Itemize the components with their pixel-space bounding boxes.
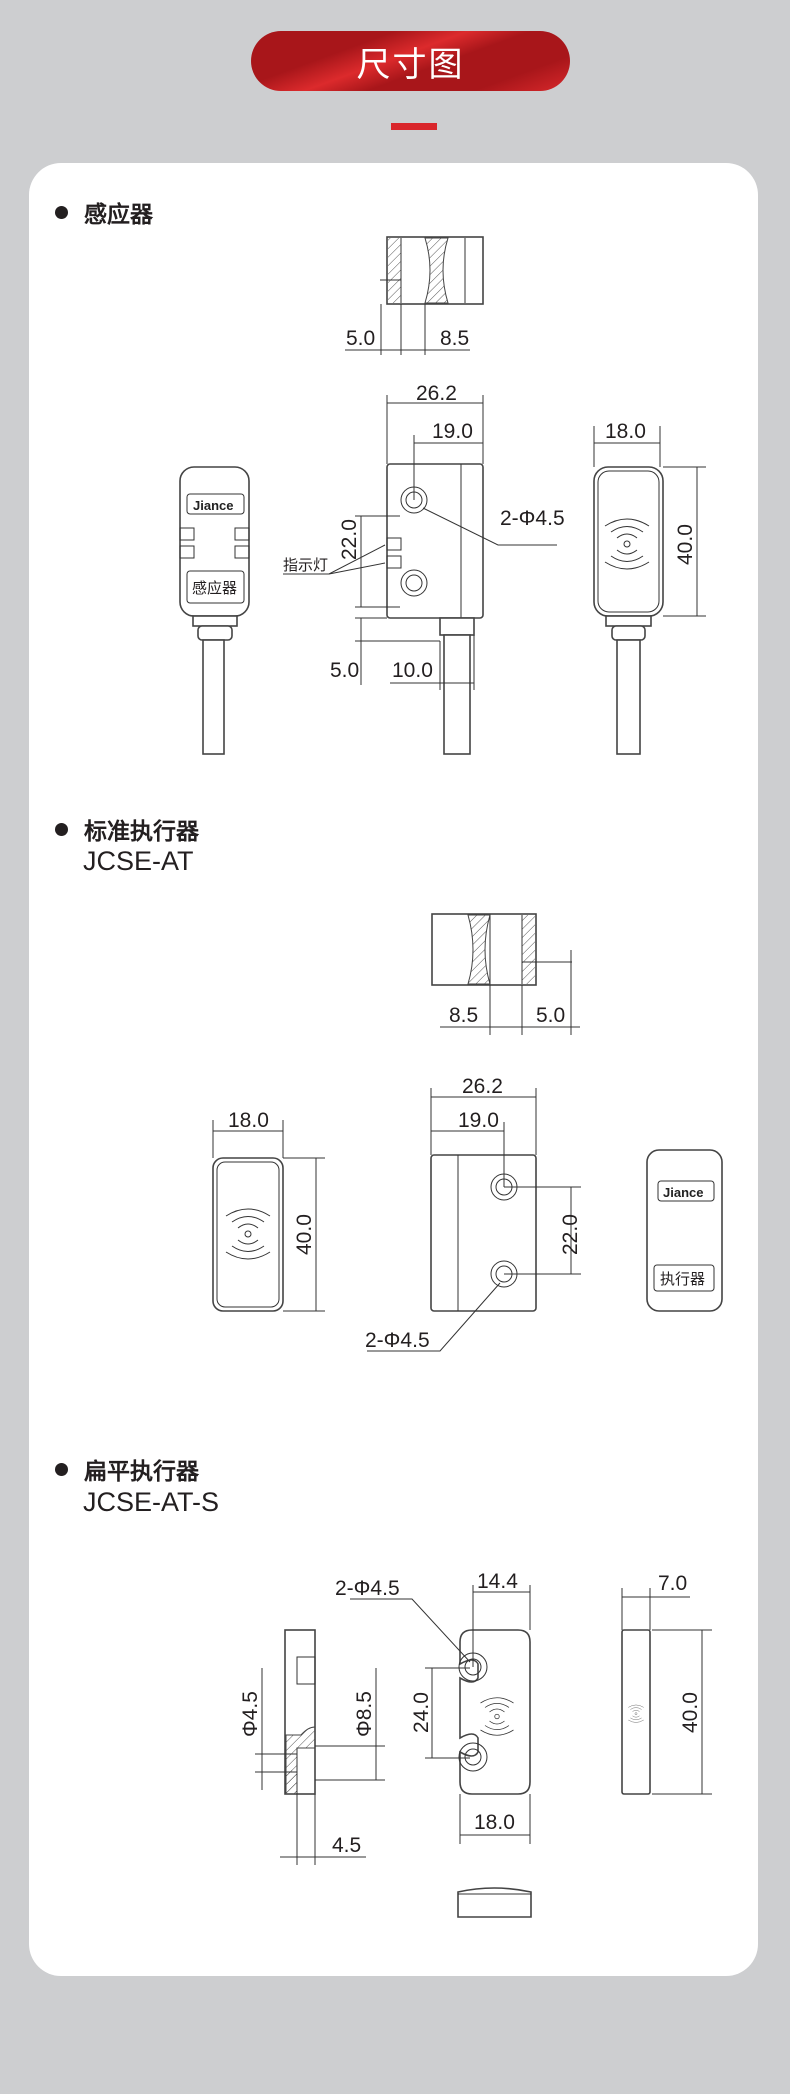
actuator-label-view: Jiance 执行器 (646, 1149, 723, 1312)
dimension-label: Φ8.5 (353, 1691, 376, 1737)
flat-actuator-bottom-view (457, 1887, 532, 1918)
dimension-label: 18.0 (605, 420, 646, 443)
model-flat-actuator: JCSE-AT-S (83, 1487, 220, 1517)
model-standard-actuator: JCSE-AT (83, 846, 194, 876)
sensor-front-view: Jiance 感应器 (179, 466, 250, 755)
dimension-label: 19.0 (458, 1109, 499, 1132)
flat-actuator-face-view: 14.4 2-Φ4.5 24.0 18.0 (335, 1570, 531, 1844)
dimension-label: Jiance (193, 498, 233, 513)
dimension-label: 40.0 (674, 524, 697, 565)
dimension-label: 5.0 (346, 327, 375, 350)
dimension-label: 18.0 (474, 1811, 515, 1834)
actuator-side-view: 26.2 19.0 22.0 2-Φ4.5 (365, 1075, 582, 1352)
dimension-label: 感应器 (192, 579, 237, 597)
dimension-label: 19.0 (432, 420, 473, 443)
sensor-side-view: 26.2 19.0 2-Φ4.5 22.0 指示灯 5.0 10.0 (283, 382, 565, 755)
bullet-icon (55, 205, 68, 219)
dimension-label: 8.5 (449, 1004, 478, 1027)
section-title-banner: 尺寸图 (251, 31, 570, 91)
dimension-label: 14.4 (477, 1570, 518, 1593)
dimension-label: 2-Φ4.5 (335, 1577, 400, 1600)
dimension-label: 22.0 (559, 1214, 582, 1255)
dimension-label: 指示灯 (283, 556, 328, 574)
title-underline (391, 123, 437, 130)
dimension-label: 40.0 (293, 1214, 316, 1255)
actuator-top-view: 8.5 5.0 (431, 913, 580, 1035)
dimension-label: 10.0 (392, 659, 433, 682)
dimension-label: 22.0 (338, 519, 361, 560)
dimension-label: 8.5 (440, 327, 469, 350)
dimension-label: 2-Φ4.5 (500, 507, 565, 530)
heading-text: 感应器 (84, 202, 153, 228)
dimension-label: 40.0 (679, 1692, 702, 1733)
actuator-face-view: 18.0 40.0 (212, 1109, 325, 1312)
flat-actuator-thin-side-view: 7.0 40.0 (621, 1572, 712, 1795)
section-heading-flat-actuator: 扁平执行器 (55, 1452, 199, 1486)
dimension-label: Φ4.5 (239, 1691, 262, 1737)
dimension-label: Jiance (663, 1185, 703, 1200)
bullet-icon (55, 822, 68, 836)
dimension-label: 26.2 (462, 1075, 503, 1098)
dimension-label: 7.0 (658, 1572, 687, 1595)
section-heading-sensor: 感应器 (55, 195, 153, 229)
bullet-icon (55, 1462, 68, 1476)
dimension-label: 18.0 (228, 1109, 269, 1132)
dimension-label: 24.0 (410, 1692, 433, 1733)
flat-actuator-section-view: Φ4.5 Φ8.5 4.5 (239, 1629, 385, 1865)
heading-text: 扁平执行器 (84, 1459, 199, 1485)
dimension-label: 执行器 (660, 1270, 705, 1288)
dimension-label: 4.5 (332, 1834, 361, 1857)
heading-text: 标准执行器 (84, 819, 199, 845)
dimension-label: 2-Φ4.5 (365, 1329, 430, 1352)
section-heading-standard-actuator: 标准执行器 (55, 812, 199, 846)
dimension-label: 5.0 (536, 1004, 565, 1027)
sensor-face-view: 18.0 40.0 (593, 420, 706, 755)
dimension-label: 5.0 (330, 659, 359, 682)
sensor-top-view: 5.0 8.5 (345, 236, 484, 355)
dimension-label: 26.2 (416, 382, 457, 405)
